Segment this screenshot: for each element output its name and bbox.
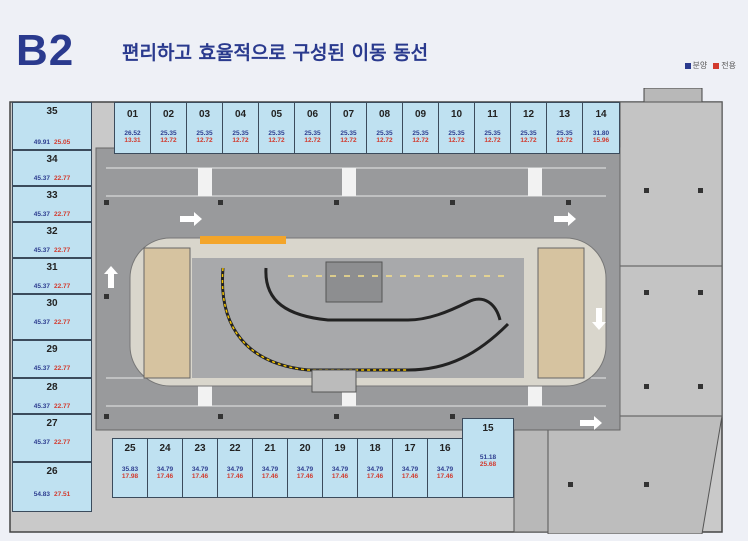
- level-title: B2: [16, 26, 75, 75]
- legend: 분양 전용: [684, 60, 736, 71]
- page-subtitle: 편리하고 효율적으로 구성된 이동 동선: [122, 42, 429, 64]
- legend-sale-area: 분양: [684, 60, 707, 71]
- legend-exclusive-area: 전용: [713, 60, 736, 71]
